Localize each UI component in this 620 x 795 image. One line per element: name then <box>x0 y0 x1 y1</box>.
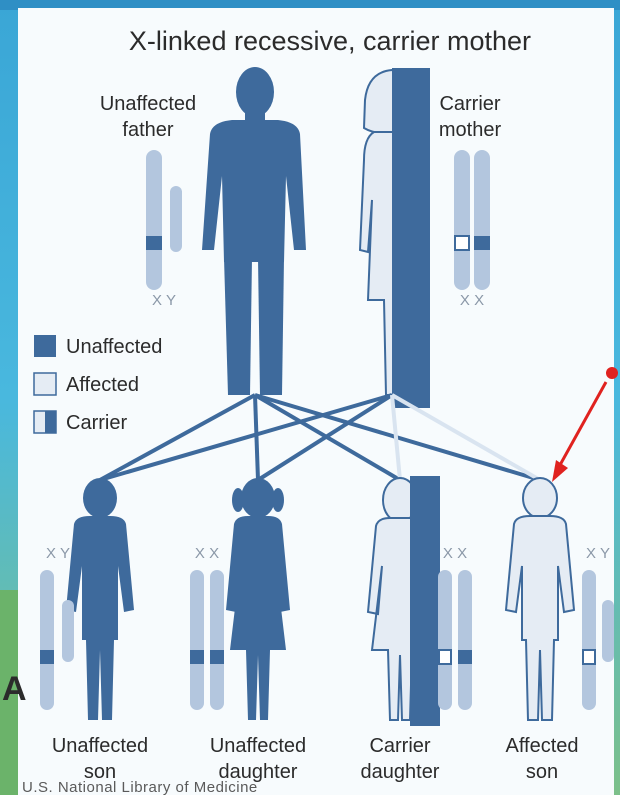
father-chromosome-labels: X Y <box>152 292 176 309</box>
legend-swatch-unaffected <box>34 335 56 357</box>
child4-label-line2: son <box>526 761 558 783</box>
legend-swatch-affected <box>34 373 56 395</box>
legend-label-affected: Affected <box>66 374 139 396</box>
legend-label-unaffected: Unaffected <box>66 336 162 358</box>
child1-label-line1: Unaffected <box>52 735 148 757</box>
source-credit: U.S. National Library of Medicine <box>22 779 258 795</box>
affected-son-chromosome-labels: X Y <box>586 545 610 562</box>
father-label-line2: father <box>122 119 173 141</box>
unaffected-son-chromosome-labels: X Y <box>46 545 70 562</box>
child4-label-line1: Affected <box>505 735 578 757</box>
father-label-line1: Unaffected <box>100 93 196 115</box>
child3-label-line2: daughter <box>361 761 440 783</box>
mother-label-line2: mother <box>439 119 502 141</box>
diagram-title: X-linked recessive, carrier mother <box>129 26 531 56</box>
child3-label-line1: Carrier <box>369 735 430 757</box>
legend-label-carrier: Carrier <box>66 412 127 434</box>
side-letter: A <box>2 670 27 708</box>
mother-chromosome-labels: X X <box>460 292 484 309</box>
unaffected-daughter-chromosome-labels: X X <box>195 545 219 562</box>
mother-label-line1: Carrier <box>439 93 500 115</box>
child2-label-line1: Unaffected <box>210 735 306 757</box>
carrier-daughter-chromosome-labels: X X <box>443 545 467 562</box>
